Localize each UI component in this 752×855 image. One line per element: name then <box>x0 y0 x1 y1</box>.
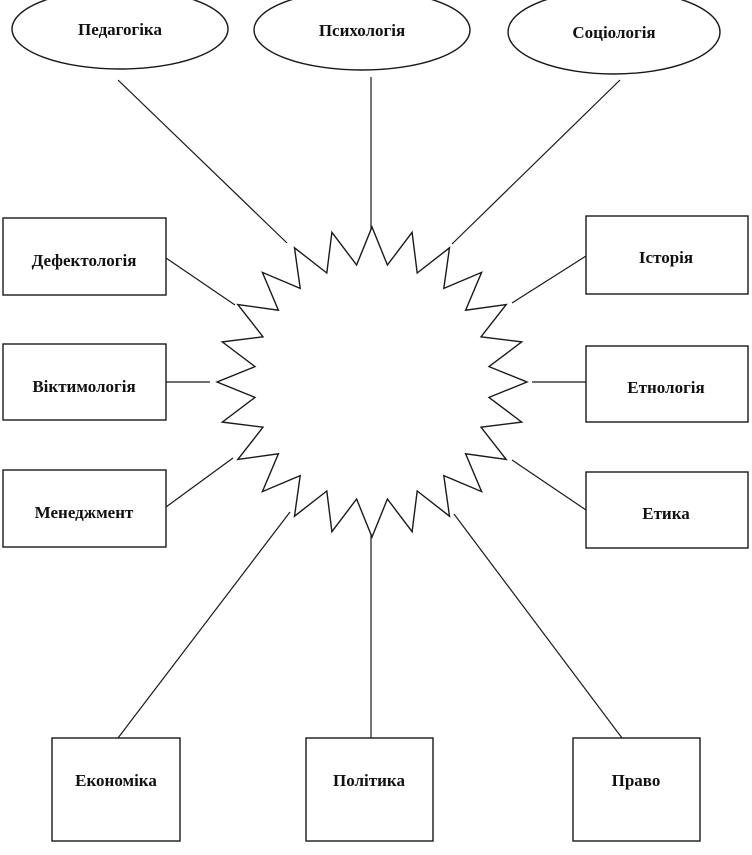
connector-economics <box>117 511 291 739</box>
node-defectology: Дефектологія <box>2 217 167 296</box>
node-politics-box <box>305 737 434 842</box>
connector-defectology <box>165 257 236 306</box>
node-economics-box <box>51 737 181 842</box>
node-sociology: Соціологія <box>507 0 721 75</box>
node-victimology: Віктимологія <box>2 343 167 421</box>
node-ethics: Етика <box>585 471 749 549</box>
node-politics-label: Політика <box>333 771 405 790</box>
connector-ethics <box>511 459 587 511</box>
node-victimology-box <box>2 343 167 421</box>
connector-management <box>165 457 234 508</box>
node-pedagogy: Педагогіка <box>11 0 229 70</box>
node-ethics-box <box>585 471 749 549</box>
node-economics: Економіка <box>51 737 181 842</box>
node-law: Право <box>572 737 701 842</box>
node-history-label: Історія <box>639 248 693 267</box>
node-psychology-label: Психологія <box>319 21 405 40</box>
central-starburst <box>215 225 529 539</box>
node-sociology-label: Соціологія <box>572 23 655 42</box>
node-ethnology-label: Етнологія <box>627 378 704 397</box>
node-pedagogy-label: Педагогіка <box>78 20 162 39</box>
node-management-box <box>2 469 167 548</box>
node-defectology-label: Дефектологія <box>32 251 137 270</box>
connectors <box>117 77 623 739</box>
node-sociology-ellipse <box>507 0 721 75</box>
connector-sociology <box>451 79 621 245</box>
node-politics: Політика <box>305 737 434 842</box>
connector-history <box>511 255 587 304</box>
node-pedagogy-ellipse <box>11 0 229 70</box>
node-ethnology-box <box>585 345 749 423</box>
node-ethics-label: Етика <box>642 504 690 523</box>
node-victimology-label: Віктимологія <box>32 377 135 396</box>
node-management-label: Менеджмент <box>35 503 134 522</box>
node-history: Історія <box>585 215 749 295</box>
node-defectology-box <box>2 217 167 296</box>
node-law-box <box>572 737 701 842</box>
node-law-label: Право <box>612 771 661 790</box>
node-ethnology: Етнологія <box>585 345 749 423</box>
node-economics-label: Економіка <box>75 771 157 790</box>
connector-pedagogy <box>117 79 288 244</box>
node-psychology: Психологія <box>253 0 471 71</box>
connector-law <box>453 513 623 739</box>
node-history-box <box>585 215 749 295</box>
node-management: Менеджмент <box>2 469 167 548</box>
node-psychology-ellipse <box>253 0 471 71</box>
